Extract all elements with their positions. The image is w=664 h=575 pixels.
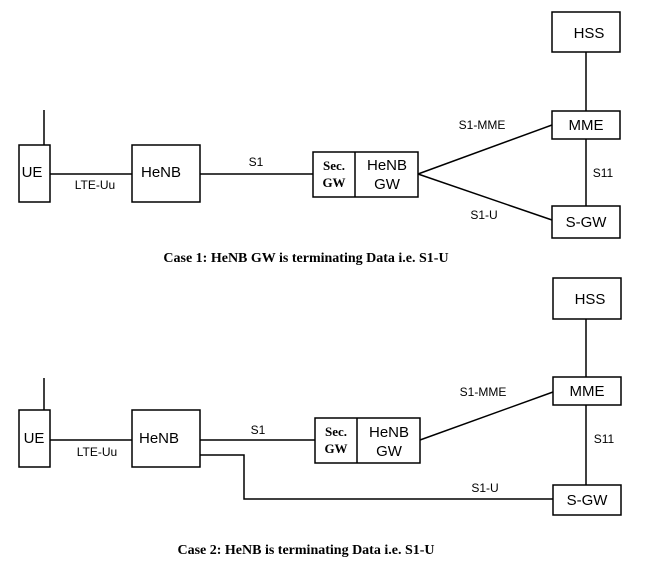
case2-sgw-node: [552, 484, 622, 516]
case1-s1-u-label: S1-U: [470, 208, 497, 222]
case2-sec-gw-label-line2: GW: [324, 441, 347, 456]
case2-mme-label: MME: [570, 383, 605, 400]
case1-s1-label: S1: [249, 155, 264, 169]
case1-ue-node: [18, 144, 51, 203]
case2-s11-label: S11: [594, 432, 615, 446]
case1-henb-node: [131, 144, 201, 203]
case2-s1-label: S1: [251, 423, 266, 437]
case1-hss-node: [551, 11, 621, 53]
case2-caption: Case 2: HeNB is terminating Data i.e. S1…: [177, 543, 434, 558]
case1-link-s1-mme: [417, 124, 553, 175]
case1-hss-label: HSS: [574, 25, 605, 42]
case1-gateway-node: [312, 151, 419, 198]
case1-ue-label: UE: [22, 164, 43, 181]
case1-sgw-node: [551, 205, 621, 239]
case2-sec-gw-label-line1: Sec.: [325, 424, 347, 439]
case2-ue-label: UE: [24, 430, 45, 447]
case1-s11-label: S11: [593, 166, 614, 180]
case2-henb-gw-label-line1: HeNB: [369, 424, 409, 441]
case2-mme-node: [552, 376, 622, 406]
case1-sec-gw-label-line2: GW: [322, 175, 345, 190]
case2-gateway-node: [314, 417, 421, 464]
case1-sec-gw-label-line1: Sec.: [323, 158, 345, 173]
case1-lte-uu-label: LTE-Uu: [75, 178, 115, 192]
case2-lte-uu-label: LTE-Uu: [77, 445, 117, 459]
case1-caption: Case 1: HeNB GW is terminating Data i.e.…: [163, 251, 448, 266]
case2-hss-node: [552, 277, 622, 320]
case2-ue-node: [18, 409, 51, 468]
case2-link-s1-mme: [419, 391, 554, 441]
case2-hss-label: HSS: [575, 291, 606, 308]
case2-sgw-label: S-GW: [567, 492, 609, 509]
case1-s1-mme-label: S1-MME: [459, 118, 506, 132]
case1-mme-node: [551, 110, 621, 140]
case2-diagram: UE HeNB Sec. GW HeNB GW HSS MME S-GW LTE…: [18, 277, 622, 558]
case1-mme-label: MME: [569, 117, 604, 134]
case1-diagram: UE HeNB Sec. GW HeNB GW HSS MME S-GW LTE…: [18, 11, 621, 266]
case1-henb-gw-label-line1: HeNB: [367, 157, 407, 174]
case1-link-s1-u: [417, 173, 553, 221]
case2-henb-node: [131, 409, 201, 468]
case1-henb-gw-label-line2: GW: [374, 176, 401, 193]
case2-henb-label: HeNB: [139, 430, 179, 447]
case2-s1-u-label: S1-U: [471, 481, 498, 495]
case2-s1-mme-label: S1-MME: [460, 385, 507, 399]
case1-henb-label: HeNB: [141, 164, 181, 181]
case2-link-s1-u: [200, 454, 553, 500]
case1-sgw-label: S-GW: [566, 214, 608, 231]
case2-henb-gw-label-line2: GW: [376, 443, 403, 460]
